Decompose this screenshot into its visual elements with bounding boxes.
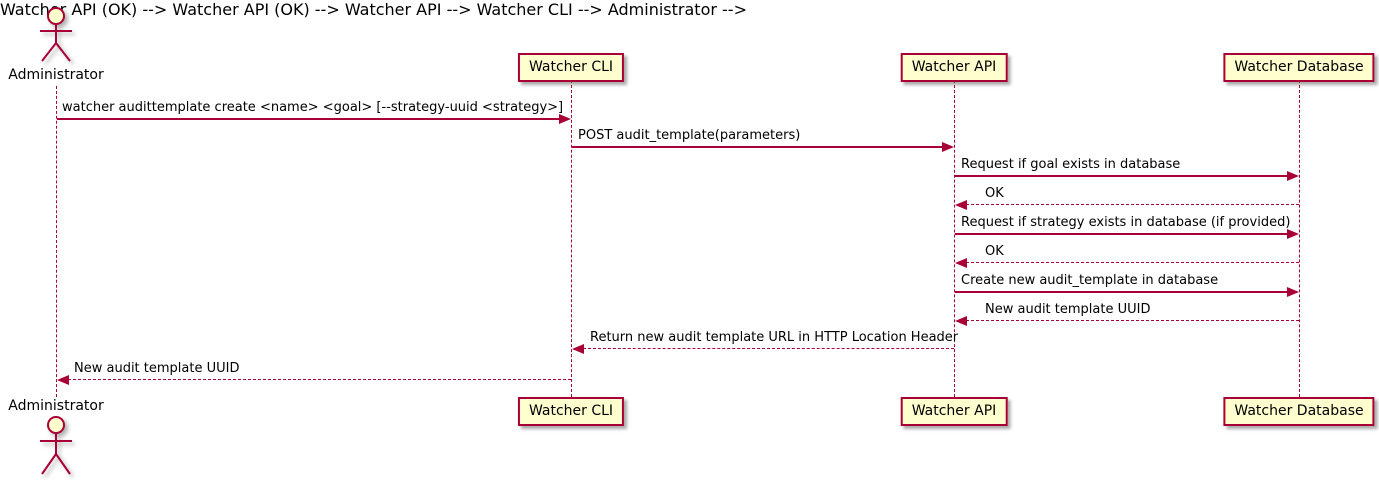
message-line [955, 175, 1288, 177]
arrowhead-left-icon [955, 258, 967, 268]
lifeline-watcher-database [1299, 80, 1300, 397]
arrowhead-right-icon [942, 142, 954, 152]
person-icon [40, 416, 72, 475]
lifeline-watcher-cli [571, 80, 572, 397]
message-line [583, 348, 954, 349]
message-label: Return new audit template URL in HTTP Lo… [590, 330, 959, 345]
lifeline-watcher-api [954, 80, 955, 397]
message-label: New audit template UUID [74, 361, 240, 376]
participant-watcher-cli-bottom: Watcher CLI [517, 397, 625, 426]
message-line [572, 146, 943, 148]
participant-watcher-cli-top: Watcher CLI [517, 53, 625, 82]
actor-administrator-label-bottom: Administrator [8, 398, 104, 414]
arrowhead-right-icon [1287, 287, 1299, 297]
message-label: Create new audit_template in database [961, 273, 1219, 288]
lifeline-administrator [56, 86, 57, 397]
message-label: watcher audittemplate create <name> <goa… [62, 100, 564, 115]
arrowhead-left-icon [572, 344, 584, 354]
message-label: Request if strategy exists in database (… [961, 215, 1291, 230]
message-line [966, 320, 1299, 321]
arrowhead-left-icon [955, 200, 967, 210]
participant-watcher-database-bottom: Watcher Database [1223, 397, 1375, 426]
message-line [955, 233, 1288, 235]
participant-watcher-api-bottom: Watcher API [900, 397, 1008, 426]
actor-administrator-icon-bottom [31, 414, 81, 482]
arrowhead-right-icon [1287, 229, 1299, 239]
arrowhead-left-icon [955, 316, 967, 326]
arrowhead-right-icon [1287, 171, 1299, 181]
person-icon [40, 7, 72, 62]
message-label: New audit template UUID [985, 302, 1151, 317]
arrowhead-right-icon [559, 114, 571, 124]
message-label: Request if goal exists in database [961, 157, 1181, 172]
message-line [966, 204, 1299, 205]
message-label: OK [985, 186, 1004, 201]
actor-administrator-icon-top [31, 5, 81, 69]
actor-administrator-label-top: Administrator [8, 67, 104, 83]
message-label: OK [985, 244, 1004, 259]
arrowhead-left-icon [57, 375, 69, 385]
participant-watcher-database-top: Watcher Database [1223, 53, 1375, 82]
message-line [966, 262, 1299, 263]
message-line [68, 379, 571, 380]
participant-watcher-api-top: Watcher API [900, 53, 1008, 82]
message-label: POST audit_template(parameters) [578, 128, 801, 143]
message-line [955, 291, 1288, 293]
message-line [57, 118, 560, 120]
